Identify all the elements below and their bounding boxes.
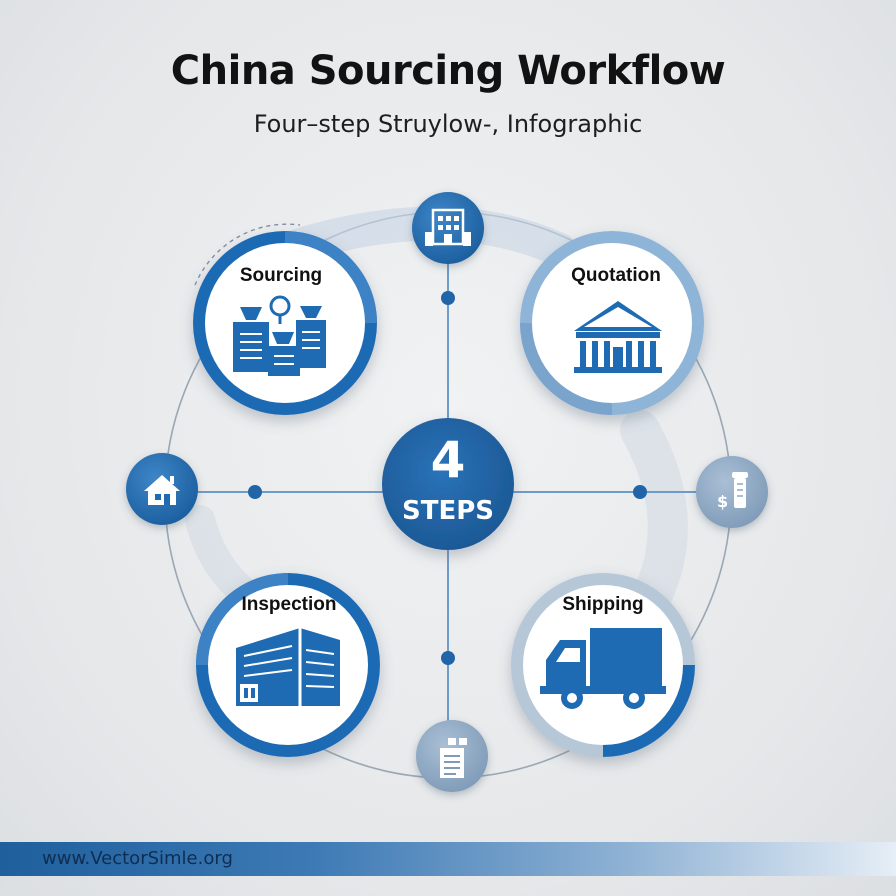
dashed-arc	[194, 223, 301, 286]
products-icon	[233, 295, 326, 376]
house-icon	[144, 475, 180, 505]
page-subtitle: Four–step Struylow-, Infographic	[253, 110, 643, 138]
footer-url: www.VectorSimle.org	[42, 848, 233, 869]
truck-icon	[540, 628, 666, 709]
swoosh-band-right	[620, 410, 688, 620]
office-building-icon	[425, 208, 471, 246]
page-title: China Sourcing Workflow	[170, 48, 726, 94]
checklist-icon	[440, 738, 467, 778]
center-badge	[382, 418, 514, 550]
footer-bar	[0, 842, 896, 876]
connector-dot	[441, 291, 455, 305]
center-steps-label: STEPS	[401, 496, 494, 526]
center-step-count: 4	[430, 431, 466, 489]
step-sourcing-circle	[193, 231, 377, 415]
step-label-sourcing: Sourcing	[239, 265, 323, 286]
connector-dot	[633, 485, 647, 499]
scale-icon: $	[717, 472, 748, 511]
connector-dot	[248, 485, 262, 499]
bank-building-icon	[574, 301, 662, 373]
step-label-quotation: Quotation	[571, 265, 661, 286]
step-label-inspection: Inspection	[241, 594, 337, 615]
svg-text:$: $	[717, 492, 728, 511]
connector-dot	[441, 651, 455, 665]
node-right	[696, 456, 768, 528]
warehouse-icon	[236, 628, 340, 706]
step-label-shipping: Shipping	[562, 594, 644, 615]
